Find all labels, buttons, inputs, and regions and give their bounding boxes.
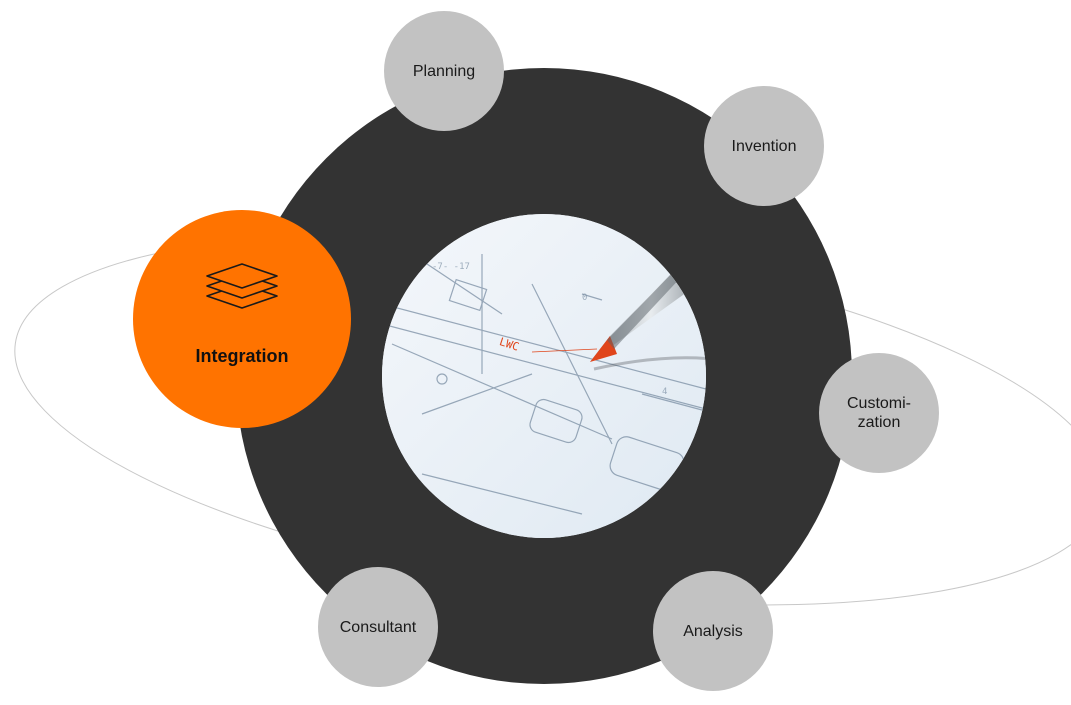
svg-text:0: 0: [582, 293, 587, 303]
node-planning[interactable]: Planning: [384, 11, 504, 131]
drawing-annotation: LWC: [498, 335, 521, 354]
svg-text:4: 4: [662, 387, 667, 397]
node-consultant-label: Consultant: [339, 618, 417, 636]
node-customization-label: Customi- zation: [846, 395, 911, 431]
node-analysis-label: Analysis: [683, 622, 743, 640]
technical-drawing-illustration: -7- -17 0 4 LWC: [382, 214, 706, 538]
node-invention-label: Invention: [731, 137, 797, 155]
node-consultant[interactable]: Consultant: [318, 567, 438, 687]
layers-icon: [206, 263, 278, 309]
node-customization[interactable]: Customi- zation: [819, 353, 939, 473]
center-image: -7- -17 0 4 LWC: [382, 214, 706, 538]
node-planning-label: Planning: [412, 62, 476, 80]
node-invention[interactable]: Invention: [704, 86, 824, 206]
node-analysis[interactable]: Analysis: [653, 571, 773, 691]
node-integration-label: Integration: [195, 346, 289, 366]
svg-text:-7- -17: -7- -17: [432, 262, 470, 272]
node-integration-active[interactable]: Integration: [133, 210, 351, 428]
